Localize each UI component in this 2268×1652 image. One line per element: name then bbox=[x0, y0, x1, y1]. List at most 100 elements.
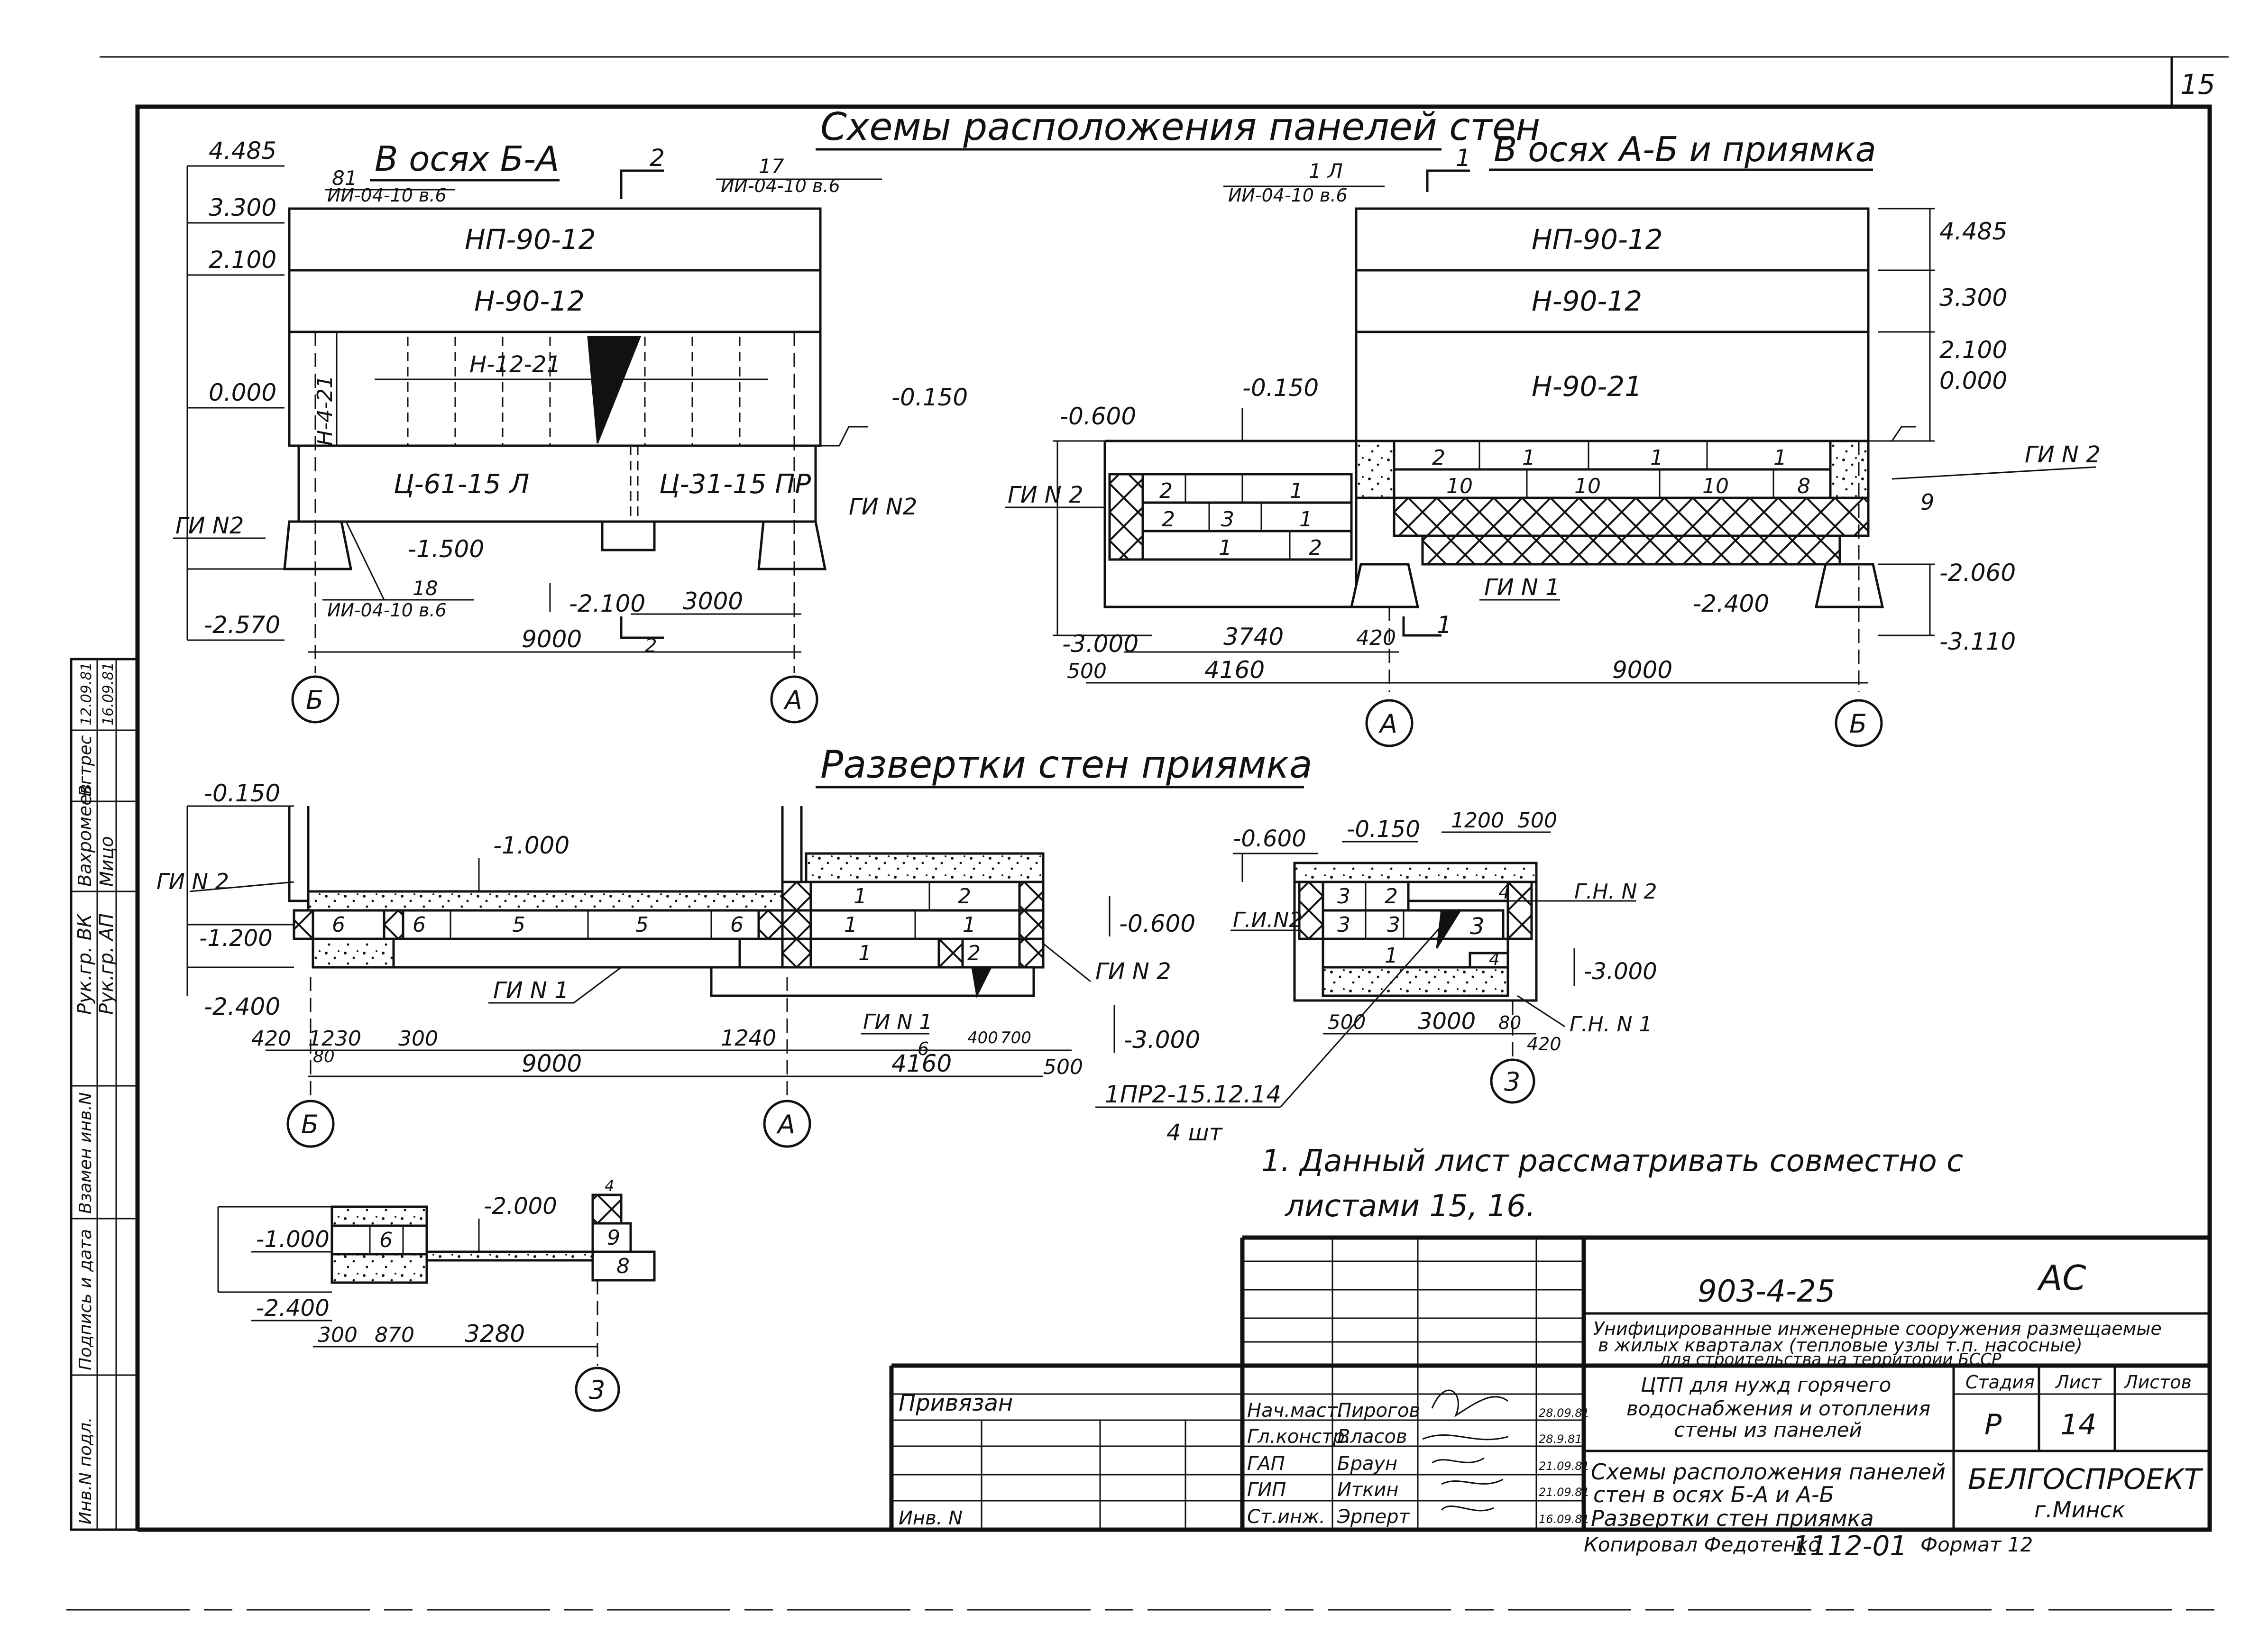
tb-inv: Инв. N bbox=[899, 1507, 963, 1529]
dl-dim-7: 400 bbox=[967, 1028, 998, 1047]
person-date-0: 28.09.81 bbox=[1539, 1406, 1589, 1420]
dl-block-8: 1 bbox=[963, 913, 976, 937]
tb-code: 903-4-25 bbox=[1698, 1274, 1836, 1309]
stamp-podpis: Подпись и дата bbox=[76, 1229, 95, 1370]
stamp-name-3: Вгтрес bbox=[76, 735, 95, 797]
callout-1l-code: ИИ-04-10 в.6 bbox=[1228, 185, 1348, 206]
person-role-4: Ст.инж. bbox=[1247, 1506, 1325, 1528]
elev-0000-left: 0.000 bbox=[209, 379, 276, 406]
dr-elev-2: -3.000 bbox=[1584, 958, 1657, 985]
tb-object-2: водоснабжения и отопления bbox=[1626, 1397, 1930, 1420]
dl-block-5: 1 bbox=[854, 884, 867, 909]
dl-dim-4: 9000 bbox=[522, 1050, 582, 1077]
elev-0150-left: -0.150 bbox=[891, 384, 968, 411]
dl-block-7: 1 bbox=[844, 913, 857, 937]
dl-dim-0: 420 bbox=[251, 1027, 291, 1051]
rv-block-15: 9 bbox=[1920, 489, 1934, 515]
dl-elev-4: -0.600 bbox=[1119, 910, 1195, 937]
elevation-ticks-left bbox=[186, 165, 551, 641]
person-date-2: 21.09.81 bbox=[1539, 1459, 1589, 1473]
tb-number: 1112-01 bbox=[1792, 1530, 1907, 1562]
axis-a-right-label: А bbox=[1378, 709, 1397, 739]
person-role-2: ГАП bbox=[1247, 1453, 1285, 1475]
elev-0000-right: 0.000 bbox=[1939, 367, 2007, 395]
elev-2100-left: 2.100 bbox=[209, 246, 276, 274]
elev-0150-right: -0.150 bbox=[1242, 374, 1319, 402]
rv-block-8: 2 bbox=[1159, 479, 1173, 503]
dl-axis-a-label: А bbox=[776, 1110, 795, 1139]
ss-elev-2: -2.000 bbox=[484, 1193, 557, 1220]
ss-elev-0: -1.000 bbox=[256, 1226, 330, 1253]
axis-a-left-label: А bbox=[783, 685, 802, 715]
dr-label-gn-n1: Г.Н. N 1 bbox=[1570, 1012, 1652, 1037]
rv-block-3: 1 bbox=[1773, 446, 1787, 470]
ss-dim-1: 870 bbox=[375, 1323, 414, 1347]
dim-9000-right: 9000 bbox=[1612, 656, 1672, 684]
dl-block-1: 6 bbox=[413, 913, 426, 937]
dl-dim-1: 1230 bbox=[308, 1027, 361, 1051]
tb-col-stage: Стадия bbox=[1965, 1372, 2035, 1393]
elev-2100-right: 2.100 bbox=[1939, 336, 2007, 364]
small-section: -1.000 -2.400 -2.000 6 4 9 8 300 870 328… bbox=[217, 1177, 656, 1412]
elev-2100b-left: -2.100 bbox=[569, 590, 645, 617]
dr-block-1: 2 bbox=[1385, 884, 1398, 909]
stamp-ruk-ap: Рук.гр. АП bbox=[96, 913, 118, 1015]
footing-right bbox=[757, 520, 827, 570]
panel-label-n-90-21-right: Н-90-21 bbox=[1532, 370, 1642, 403]
stamp-date-1: 12.09.81 bbox=[78, 662, 95, 725]
dl-dim-3: 80 bbox=[313, 1047, 335, 1066]
panel-label-n-90-12-left: Н-90-12 bbox=[474, 285, 585, 317]
dl-elev-3: -2.400 bbox=[204, 993, 280, 1020]
section-mark-1-top: 1 bbox=[1456, 144, 1471, 172]
mullions-left bbox=[336, 332, 768, 446]
tb-sheet-title-1: Схемы расположения панелей bbox=[1591, 1459, 1946, 1485]
stamp-name-1: Вахромеев bbox=[74, 784, 95, 887]
callout-81-num: 81 bbox=[332, 166, 357, 190]
stamp-vzamen: Взамен инв.N bbox=[76, 1092, 95, 1214]
dr-block-6: 1 bbox=[1385, 944, 1398, 968]
callout-1l-num: 1 Л bbox=[1309, 159, 1343, 183]
tb-bound: Привязан bbox=[899, 1390, 1013, 1416]
dr-block-4: 3 bbox=[1387, 913, 1400, 937]
tb-desc-3: для строительства на территории БССР bbox=[1659, 1350, 2002, 1369]
section-mark-2-bottom: 2 bbox=[645, 635, 657, 657]
ss-axis-3-label: 3 bbox=[589, 1375, 605, 1405]
ss-dim-2: 3280 bbox=[465, 1320, 525, 1348]
left-stamp: Рук.гр. ВК Рук.гр. АП Вахромеев Мицо Вгт… bbox=[70, 658, 139, 1531]
dl-elev-1: -1.000 bbox=[493, 832, 569, 859]
section-mark-1-bottom: 1 bbox=[1437, 611, 1452, 639]
stamp-name-2: Мицо bbox=[96, 836, 117, 887]
tb-col-sheets: Листов bbox=[2123, 1372, 2192, 1393]
ss-axis-3 bbox=[575, 1367, 620, 1412]
axis-b-left bbox=[291, 675, 340, 724]
elev-2400-right: -2.400 bbox=[1693, 590, 1769, 617]
callout-18-num: 18 bbox=[413, 577, 438, 600]
rv-block-10: 2 bbox=[1162, 507, 1175, 532]
signature-marks bbox=[1422, 1389, 1508, 1512]
opening-marker-dl bbox=[971, 966, 992, 998]
note-line-2: листами 15, 16. bbox=[1284, 1189, 1535, 1224]
elev-3000-right: -3.000 bbox=[1062, 630, 1139, 658]
rv-block-2: 1 bbox=[1650, 446, 1663, 470]
callout-18-code: ИИ-04-10 в.6 bbox=[327, 600, 447, 621]
tb-sheet: 14 bbox=[2060, 1408, 2096, 1441]
tb-sheet-title-3: Развертки стен приямка bbox=[1591, 1505, 1874, 1531]
stamp-inv: Инв.N подл. bbox=[76, 1417, 95, 1524]
elev-0600-right: -0.600 bbox=[1060, 403, 1136, 430]
development-left: -0.150 -1.000 -1.200 -2.400 -0.600 -3.00… bbox=[156, 780, 1200, 1148]
footing-left bbox=[283, 520, 353, 570]
person-role-0: Нач.маст. bbox=[1247, 1400, 1344, 1422]
dim-9000-left: 9000 bbox=[522, 625, 582, 653]
person-date-1: 28.9.81 bbox=[1539, 1432, 1582, 1446]
tb-desc-1: Унифицированные инженерные сооружения ра… bbox=[1593, 1318, 2162, 1339]
footing-right-b bbox=[1814, 563, 1884, 608]
rv-block-6: 10 bbox=[1702, 474, 1729, 498]
person-name-1: Власов bbox=[1337, 1426, 1407, 1448]
dr-label-gi-n2: Г.И.N2 bbox=[1233, 908, 1302, 932]
dr-elev-1: -0.150 bbox=[1347, 816, 1420, 843]
dl-block-4: 6 bbox=[730, 913, 744, 937]
dim-3000-left: 3000 bbox=[683, 587, 743, 615]
dr-label-gn-n2: Г.Н. N 2 bbox=[1574, 880, 1657, 904]
dl-dim-2: 300 bbox=[398, 1027, 438, 1051]
person-date-4: 16.09.81 bbox=[1539, 1513, 1589, 1526]
